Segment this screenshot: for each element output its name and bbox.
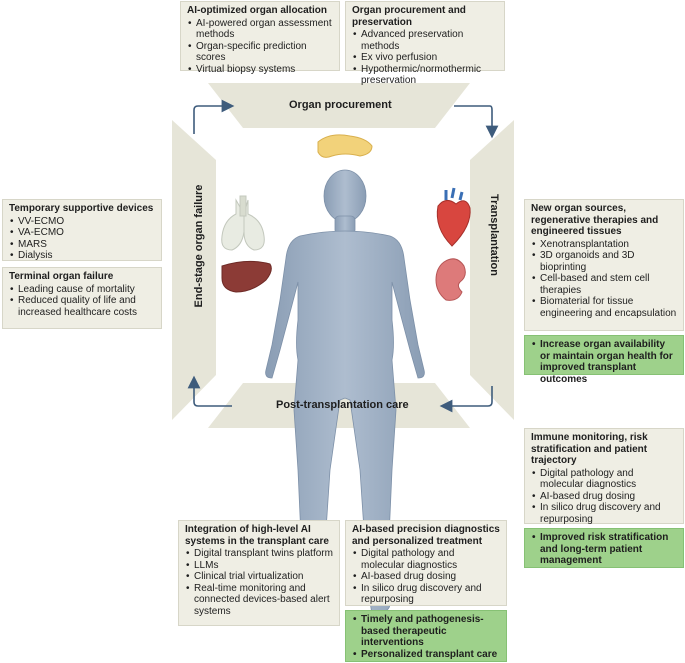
- box-title: Immune monitoring, risk stratification a…: [531, 432, 648, 466]
- list-item: Organ-specific prediction scores: [187, 41, 333, 64]
- list-item: Digital transplant twins platform: [185, 548, 333, 560]
- box-increase-organ-availability: Increase organ availability or maintain …: [524, 335, 684, 385]
- list-item: Virtual biopsy systems: [187, 64, 333, 76]
- box-organ-procurement-preservation: Organ procurement and preservation Advan…: [345, 1, 505, 86]
- box-integration-ai-systems: Integration of high-level AI systems in …: [178, 520, 340, 626]
- pancreas-organ: [317, 134, 373, 158]
- list-item: Increase organ availability or maintain …: [531, 339, 677, 385]
- arrow-left-to-top: [193, 99, 235, 134]
- list-item: Timely and pathogenesis-based therapeuti…: [352, 614, 500, 649]
- box-title: Integration of high-level AI systems in …: [185, 524, 329, 547]
- list-item: MARS: [9, 239, 155, 251]
- list-item: AI-based drug dosing: [531, 491, 677, 503]
- list-item: AI-based drug dosing: [352, 571, 500, 583]
- lungs-organ: [221, 195, 265, 251]
- kidney-organ: [435, 258, 466, 301]
- list-item: VV-ECMO: [9, 216, 155, 228]
- list-item: 3D organoids and 3D bioprinting: [531, 250, 677, 273]
- box-ai-optimized-organ-allocation: AI-optimized organ allocation AI-powered…: [180, 1, 340, 75]
- list-item: LLMs: [185, 560, 333, 572]
- list-item: In silico drug discovery and repurposing: [531, 502, 677, 525]
- arrow-top-to-right: [454, 105, 499, 139]
- arrow-right-to-bottom: [439, 386, 493, 413]
- list-item: Ex vivo perfusion: [352, 52, 498, 64]
- box-title: Organ procurement and preservation: [352, 5, 466, 28]
- stage-label-end-stage-organ-failure: End-stage organ failure: [193, 184, 205, 308]
- list-item: Biomaterial for tissue engineering and e…: [531, 296, 677, 319]
- stage-top-trapezoid: [208, 83, 470, 128]
- list-item: Digital pathology and molecular diagnost…: [531, 468, 677, 491]
- list-item: Personalized transplant care: [352, 649, 500, 661]
- arrow-bottom-to-left: [187, 375, 232, 407]
- liver-organ: [221, 260, 272, 293]
- box-new-organ-sources: New organ sources, regenerative therapie…: [524, 199, 684, 331]
- box-title: AI-based precision diagnostics and perso…: [352, 524, 500, 547]
- box-immune-monitoring: Immune monitoring, risk stratification a…: [524, 428, 684, 525]
- box-improved-risk-stratification: Improved risk stratification and long-te…: [524, 528, 684, 568]
- list-item: Leading cause of mortality: [9, 284, 155, 296]
- box-timely-interventions: Timely and pathogenesis-based therapeuti…: [345, 610, 507, 662]
- list-item: Hypothermic/normothermic preservation: [352, 64, 498, 87]
- list-item: Advanced preservation methods: [352, 29, 498, 52]
- heart-organ: [436, 187, 471, 247]
- stage-right-trapezoid: [470, 120, 514, 420]
- list-item: Digital pathology and molecular diagnost…: [352, 548, 500, 571]
- list-item: AI-powered organ assessment methods: [187, 18, 333, 41]
- list-item: Real-time monitoring and connected devic…: [185, 583, 333, 618]
- list-item: Xenotransplantation: [531, 239, 677, 251]
- list-item: In silico drug discovery and repurposing: [352, 583, 500, 606]
- box-temporary-supportive-devices: Temporary supportive devices VV-ECMO VA-…: [2, 199, 162, 261]
- stage-label-organ-procurement: Organ procurement: [289, 99, 392, 111]
- list-item: Improved risk stratification and long-te…: [531, 532, 677, 567]
- stage-left-trapezoid: [172, 120, 216, 420]
- list-item: Cell-based and stem cell therapies: [531, 273, 677, 296]
- list-item: Clinical trial virtualization: [185, 571, 333, 583]
- stage-label-transplantation: Transplantation: [488, 194, 500, 276]
- box-precision-diagnostics: AI-based precision diagnostics and perso…: [345, 520, 507, 606]
- stage-label-post-transplantation-care: Post-transplantation care: [276, 399, 409, 411]
- human-figure: [265, 169, 425, 615]
- box-title: New organ sources, regenerative therapie…: [531, 203, 659, 237]
- list-item: Dialysis: [9, 250, 155, 262]
- list-item: Reduced quality of life and increased he…: [9, 295, 155, 318]
- box-terminal-organ-failure: Terminal organ failure Leading cause of …: [2, 267, 162, 329]
- box-title: AI-optimized organ allocation: [187, 5, 328, 16]
- list-item: VA-ECMO: [9, 227, 155, 239]
- box-title: Terminal organ failure: [9, 271, 114, 282]
- box-title: Temporary supportive devices: [9, 203, 154, 214]
